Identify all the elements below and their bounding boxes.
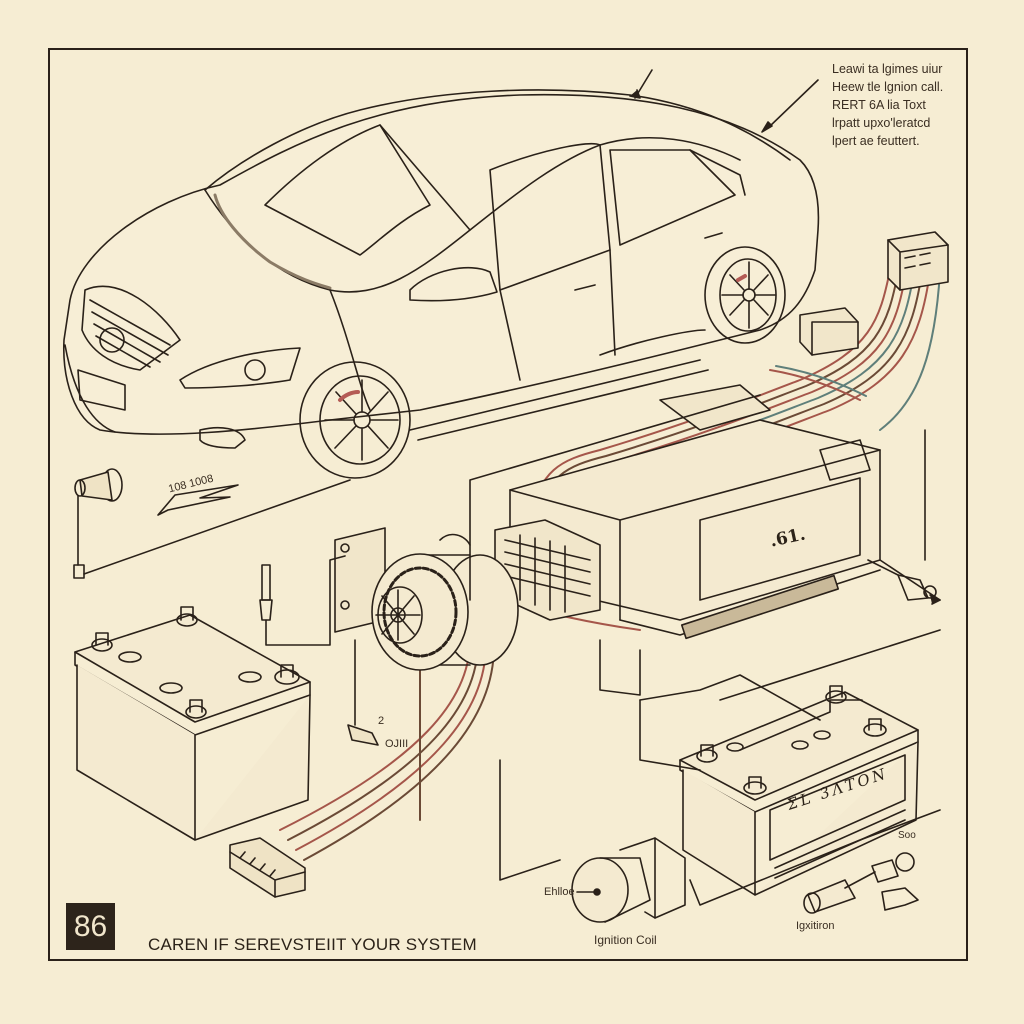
ignition-coil-label: Ignition Coil [594,933,657,947]
terminal-label: Soo [898,830,916,841]
plug-number-label: 2 [378,715,385,727]
diagram-frame [48,48,968,961]
small-connector [799,307,859,356]
ignition-switch [803,852,919,914]
battery-right [679,685,919,896]
mounting-outline [469,394,941,906]
coil-pointer-label: Ehlloe [544,886,575,898]
page-number: 86 [66,903,115,950]
diagram-caption: CAREN IF SEREVSTEIIT YOUR SYSTEM [148,935,477,954]
terminal-block [494,519,601,621]
note-line: lpert ae feuttert. [832,134,920,148]
alternator [334,527,519,671]
plug-label: OJIII [385,738,409,750]
rear-wheel [704,246,786,344]
oil-pressure-sensor [73,468,351,579]
relay-connector [887,231,949,291]
battery-left [74,606,311,841]
sensor-tag [157,484,239,516]
note-line: RERT 6A lia Toxt [832,98,926,112]
spark-plug [259,555,346,646]
note-line: Leawi ta lgimes uiur [832,62,943,76]
callout-arrows [629,69,819,133]
front-wheel [299,361,411,479]
car-illustration [63,89,820,479]
plug-connector [347,639,379,746]
harness-connector [229,837,306,898]
ignition-coil [571,837,686,923]
note-line: Heew tle lgnion call. [832,80,944,94]
temperature-sensor [867,559,937,601]
ignition-switch-label: Igxitiron [796,920,835,932]
annotation-note: Leawi ta lgimes uiur Heew tle lgnion cal… [832,60,943,150]
note-line: lrpatt upxo'leratcd [832,116,931,130]
